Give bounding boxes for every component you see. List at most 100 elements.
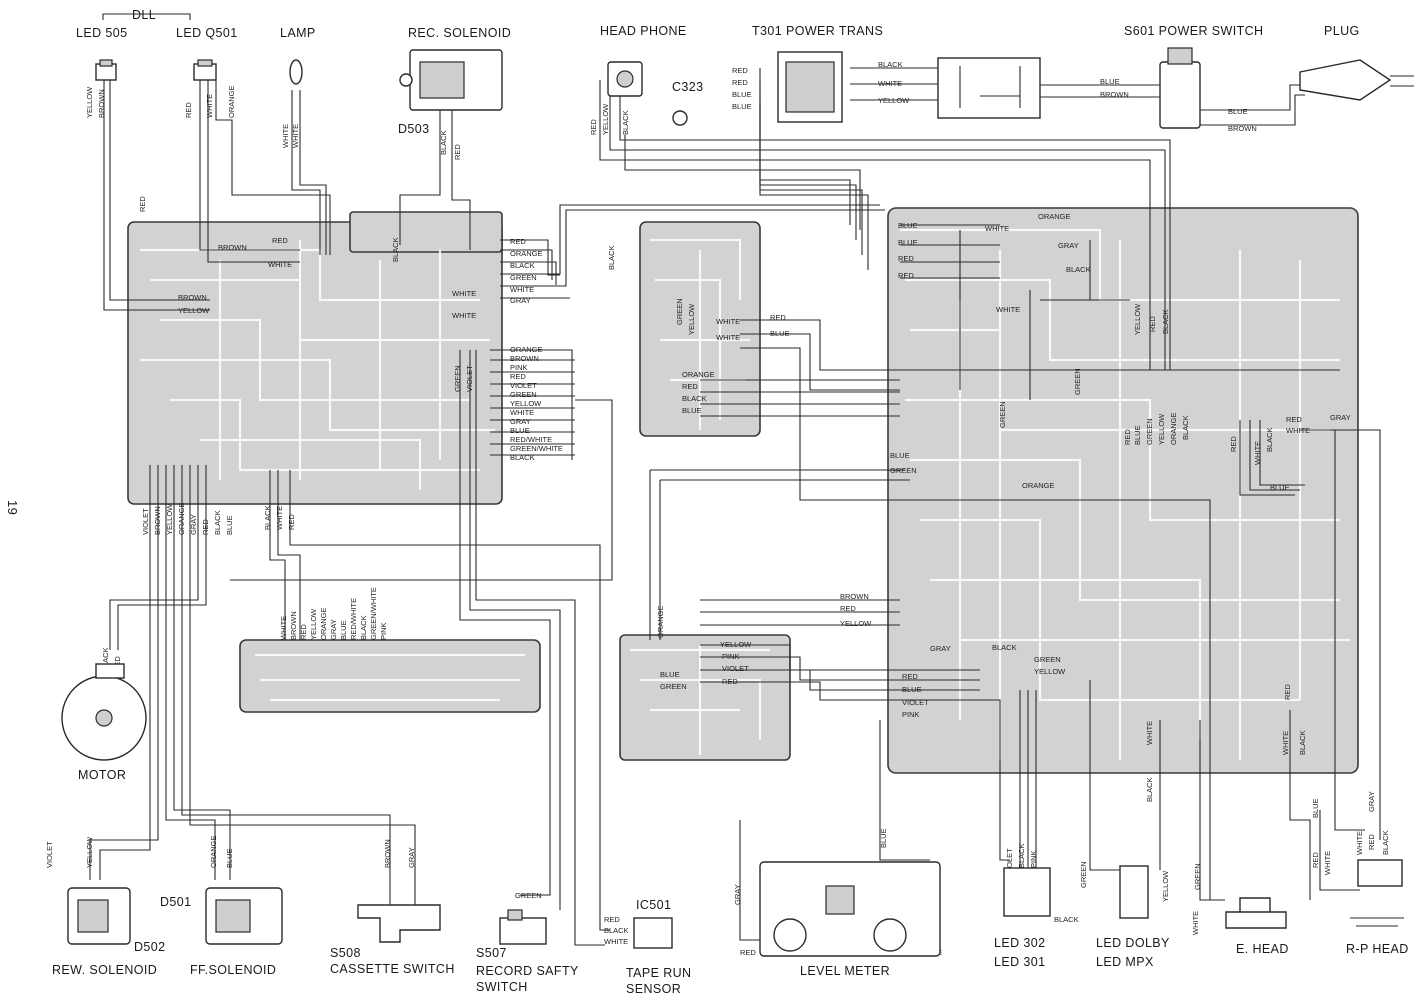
led302-label: LED 302 bbox=[994, 936, 1046, 950]
svg-text:WHITE: WHITE bbox=[996, 305, 1020, 314]
svg-text:BROWN: BROWN bbox=[153, 506, 162, 535]
svg-text:RED: RED bbox=[732, 78, 748, 87]
svg-text:BROWN: BROWN bbox=[383, 839, 392, 868]
svg-text:BLACK: BLACK bbox=[439, 130, 448, 155]
sub-center-board bbox=[619, 634, 791, 761]
svg-text:YELLOW: YELLOW bbox=[720, 640, 752, 649]
svg-text:GREEN: GREEN bbox=[1079, 861, 1088, 888]
level-meter-component bbox=[759, 861, 941, 957]
ledq501-label: LED Q501 bbox=[176, 26, 238, 40]
svg-text:BLUE: BLUE bbox=[339, 620, 348, 640]
svg-text:WHITE: WHITE bbox=[452, 311, 476, 320]
svg-text:VIOLET: VIOLET bbox=[465, 365, 474, 392]
svg-text:RED: RED bbox=[1123, 429, 1132, 445]
page-number: 19 bbox=[5, 500, 20, 516]
svg-text:BLACK: BLACK bbox=[878, 60, 903, 69]
svg-text:RED: RED bbox=[138, 196, 147, 212]
svg-text:GREEN: GREEN bbox=[890, 466, 917, 475]
svg-text:BLACK: BLACK bbox=[1298, 730, 1307, 755]
ledq501-component bbox=[193, 59, 217, 81]
svg-text:RED: RED bbox=[732, 66, 748, 75]
led505-label: LED 505 bbox=[76, 26, 128, 40]
led-mpx-label: LED MPX bbox=[1096, 955, 1154, 969]
svg-text:BLUE: BLUE bbox=[732, 102, 752, 111]
svg-text:YELLOW: YELLOW bbox=[687, 303, 696, 335]
svg-text:BLACK: BLACK bbox=[101, 647, 110, 672]
s601-label: S601 POWER SWITCH bbox=[1124, 24, 1264, 38]
record-safety-switch-component bbox=[499, 909, 547, 945]
svg-text:WHITE: WHITE bbox=[281, 124, 290, 148]
svg-text:BLACK: BLACK bbox=[359, 615, 368, 640]
svg-text:BLACK: BLACK bbox=[1145, 777, 1154, 802]
svg-text:BLUE: BLUE bbox=[879, 828, 888, 848]
svg-text:WHITE: WHITE bbox=[510, 285, 534, 294]
d503-label: D503 bbox=[398, 122, 430, 136]
svg-text:ORANGE: ORANGE bbox=[510, 249, 543, 258]
lamp-label: LAMP bbox=[280, 26, 316, 40]
svg-text:YELLOW: YELLOW bbox=[165, 503, 174, 535]
svg-text:RED: RED bbox=[201, 519, 210, 535]
svg-text:BLUE: BLUE bbox=[902, 685, 922, 694]
svg-text:BLACK: BLACK bbox=[391, 237, 400, 262]
svg-text:RED: RED bbox=[722, 677, 738, 686]
svg-text:GREEN: GREEN bbox=[510, 273, 537, 282]
svg-text:YELLOW: YELLOW bbox=[601, 103, 610, 135]
svg-text:BLUE: BLUE bbox=[1228, 107, 1248, 116]
svg-text:ORANGE: ORANGE bbox=[1022, 481, 1055, 490]
dll-label: DLL bbox=[132, 8, 157, 22]
svg-text:WHITE: WHITE bbox=[985, 224, 1009, 233]
svg-text:WHITE: WHITE bbox=[1323, 851, 1332, 875]
svg-text:WHITE: WHITE bbox=[1145, 721, 1154, 745]
svg-text:BLACK: BLACK bbox=[263, 505, 272, 530]
svg-text:PINK: PINK bbox=[1029, 850, 1038, 868]
svg-text:BROWN: BROWN bbox=[218, 243, 247, 252]
svg-text:GRAY: GRAY bbox=[733, 884, 742, 905]
svg-text:GREEN: GREEN bbox=[510, 390, 537, 399]
svg-text:BLACK: BLACK bbox=[1265, 427, 1274, 452]
svg-text:WHITE: WHITE bbox=[275, 506, 284, 530]
svg-text:BLUE: BLUE bbox=[770, 329, 790, 338]
svg-text:RED: RED bbox=[453, 144, 462, 160]
led-dolby-label: LED DOLBY bbox=[1096, 936, 1170, 950]
svg-text:BLUE: BLUE bbox=[1311, 798, 1320, 818]
motor-component bbox=[61, 663, 147, 761]
svg-text:GREEN: GREEN bbox=[453, 365, 462, 392]
svg-text:BROWN: BROWN bbox=[1100, 90, 1129, 99]
svg-text:BROWN: BROWN bbox=[510, 354, 539, 363]
svg-text:GREEN/WHITE: GREEN/WHITE bbox=[510, 444, 563, 453]
svg-text:BLACK: BLACK bbox=[621, 110, 630, 135]
svg-text:VIOLET: VIOLET bbox=[510, 381, 537, 390]
led301-label: LED 301 bbox=[994, 955, 1046, 969]
plug-label: PLUG bbox=[1324, 24, 1360, 38]
svg-text:BLUE: BLUE bbox=[225, 515, 234, 535]
rew-solenoid-label: REW. SOLENOID bbox=[52, 963, 158, 977]
power-switch-component bbox=[1159, 47, 1201, 129]
t301-label: T301 POWER TRANS bbox=[752, 24, 884, 38]
d502-label: D502 bbox=[134, 940, 166, 954]
s507-label: S507 bbox=[476, 946, 507, 960]
cassette-switch-component bbox=[357, 904, 441, 943]
svg-text:RED: RED bbox=[299, 624, 308, 640]
svg-text:RED: RED bbox=[604, 915, 620, 924]
svg-text:GRAY: GRAY bbox=[1330, 413, 1351, 422]
svg-text:BLACK: BLACK bbox=[1054, 915, 1079, 924]
c323-label: C323 bbox=[672, 80, 704, 94]
svg-text:GRAY: GRAY bbox=[407, 847, 416, 868]
tape-run-label-2: SENSOR bbox=[626, 982, 682, 996]
svg-text:YELLOW: YELLOW bbox=[178, 306, 210, 315]
svg-text:BLUE: BLUE bbox=[898, 238, 918, 247]
svg-text:YELLOW: YELLOW bbox=[85, 836, 94, 868]
svg-text:RED: RED bbox=[1286, 415, 1302, 424]
svg-text:BLACK: BLACK bbox=[1381, 830, 1390, 855]
svg-text:RED/WHITE: RED/WHITE bbox=[510, 435, 552, 444]
svg-text:BLUE: BLUE bbox=[890, 451, 910, 460]
ff-solenoid-label: FF.SOLENOID bbox=[190, 963, 277, 977]
svg-text:RED: RED bbox=[1283, 684, 1292, 700]
svg-text:BLUE: BLUE bbox=[1270, 483, 1290, 492]
svg-text:GREEN: GREEN bbox=[515, 891, 542, 900]
svg-text:WHITE: WHITE bbox=[1191, 911, 1200, 935]
record-safety-label-1: RECORD SAFTY bbox=[476, 964, 579, 978]
e-head-component bbox=[1225, 897, 1287, 929]
svg-text:ORANGE: ORANGE bbox=[1169, 412, 1178, 445]
